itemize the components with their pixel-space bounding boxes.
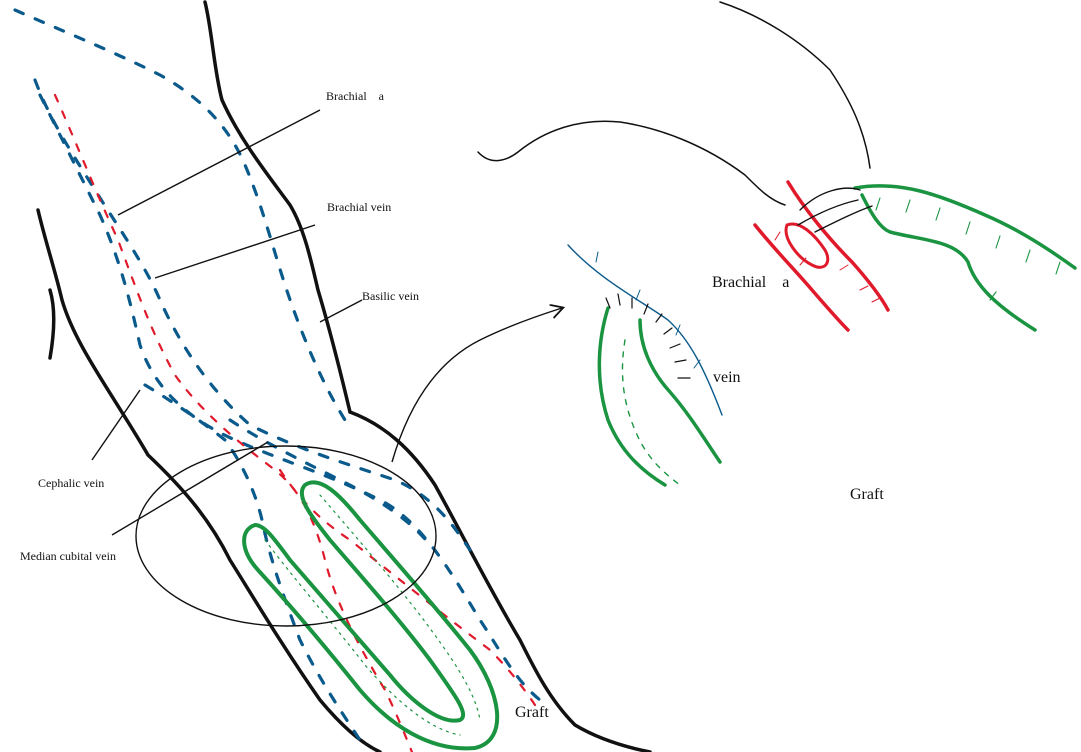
detail-graft-outer xyxy=(597,306,667,487)
arm-outline-right-upper xyxy=(203,0,352,414)
graft-loop xyxy=(242,480,500,751)
detail-vein-hatch xyxy=(595,251,701,369)
detail-graft-inner xyxy=(638,318,722,464)
leader-brachial-artery xyxy=(117,109,321,216)
detail-graft-dashes xyxy=(621,339,681,486)
label-cephalic-vein: Cephalic vein xyxy=(38,476,105,490)
label-brachial-vein: Brachial vein xyxy=(327,200,392,214)
graft-loop-hatch xyxy=(264,494,481,736)
label-brachial-artery: Brachial a xyxy=(326,89,384,103)
label-median-cubital-vein: Median cubital vein xyxy=(20,549,116,563)
label-brachial-artery-detail: Brachial a xyxy=(712,274,790,291)
label-graft-detail: Graft xyxy=(850,486,884,503)
detail-vein-wall xyxy=(567,244,723,416)
brachial-artery xyxy=(53,93,537,752)
detail-artery-hatch xyxy=(774,231,881,303)
basilic-vein-top xyxy=(13,8,347,422)
detail-sutures xyxy=(605,293,691,379)
magnify-circle-icon xyxy=(135,445,437,627)
leader-lines xyxy=(91,109,363,536)
label-graft-main: Graft xyxy=(515,704,549,721)
label-vein-detail: vein xyxy=(713,369,741,386)
arm-outline-left-fragment xyxy=(48,288,56,360)
detail-black-sutures xyxy=(797,187,873,233)
veins xyxy=(13,8,542,742)
artery-graft-detail xyxy=(477,1,1077,332)
leader-basilic-vein xyxy=(319,299,363,323)
brachial-artery-path xyxy=(53,93,414,752)
detail-top-curve-2 xyxy=(719,1,871,169)
detail-artery-left xyxy=(753,223,850,332)
median-cubital-vein xyxy=(228,418,432,547)
graft-loop-outer xyxy=(242,480,500,751)
leader-cephalic-vein xyxy=(91,389,141,461)
arm-outline xyxy=(36,0,652,752)
detail-artery-opening xyxy=(784,222,830,269)
arm-outline-left xyxy=(36,208,382,752)
detail-artery-right xyxy=(786,180,890,312)
brachial-artery-branch xyxy=(278,468,537,707)
arm-outline-right-forearm xyxy=(348,410,652,752)
detail-graft-top xyxy=(853,184,1077,270)
brachial-vein-inner xyxy=(38,93,542,702)
label-basilic-vein: Basilic vein xyxy=(362,289,419,303)
detail-graft-hatch xyxy=(875,197,1061,301)
anastomosis-detail xyxy=(567,244,723,487)
detail-top-curve-1 xyxy=(477,120,786,206)
cephalic-vein xyxy=(143,383,362,742)
leader-brachial-vein xyxy=(154,224,316,279)
leader-median-cubital-vein xyxy=(111,441,269,536)
arrow-right-icon xyxy=(391,308,562,463)
brachial-vein-outer xyxy=(33,78,472,552)
